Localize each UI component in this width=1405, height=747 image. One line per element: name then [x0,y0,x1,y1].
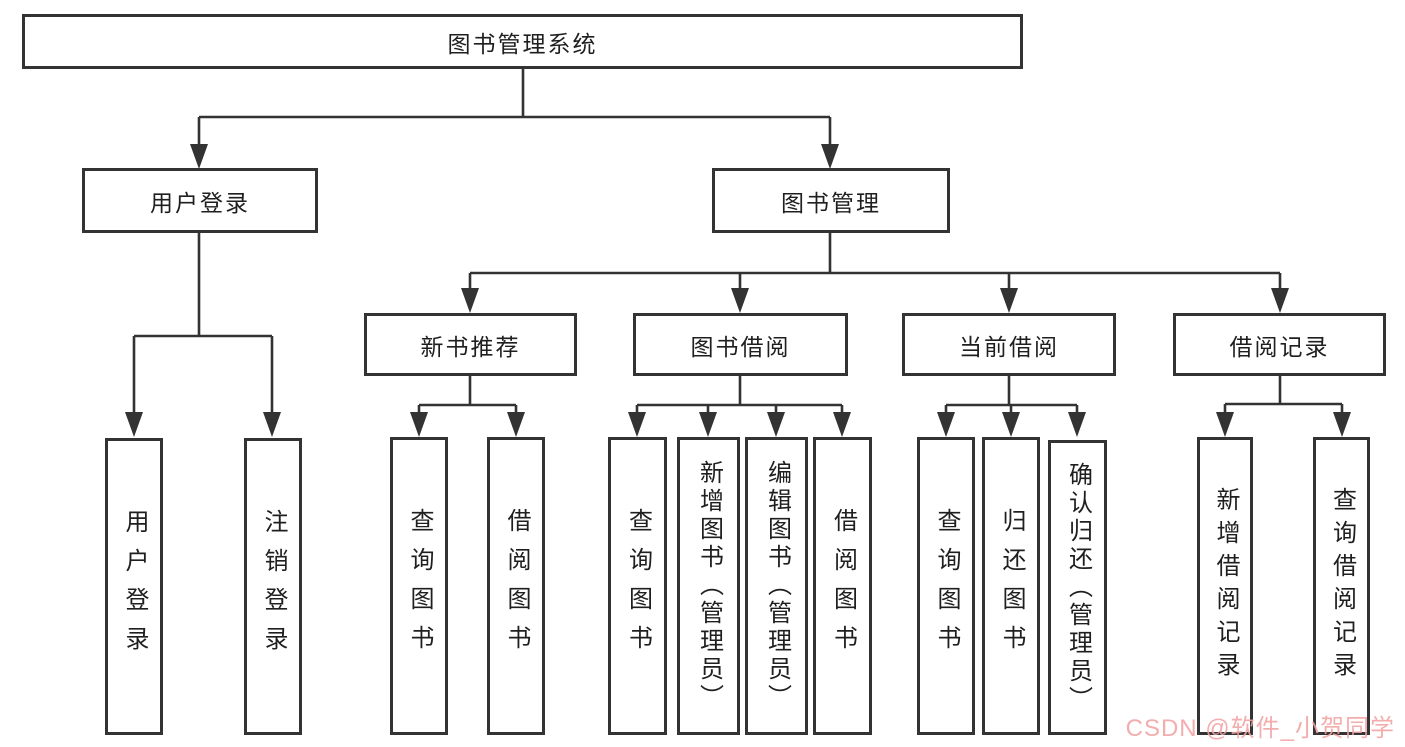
leaf-confirm-return-admin: 确认归还（管理员） [1048,440,1107,735]
node-label: 归还图书 [998,508,1025,664]
leaf-edit-books-admin: 编辑图书（管理员） [745,437,808,735]
node-label: 编辑图书（管理员） [763,460,791,712]
node-label: 新增借阅记录 [1212,487,1239,685]
node-label: 查询图书 [406,508,433,664]
node-label: 图书管理 [781,189,881,216]
node-user-login: 用户登录 [82,168,318,233]
leaf-logout: 注销登录 [244,438,302,735]
leaf-query-books-recommend: 查询图书 [390,437,448,735]
leaf-query-books-current: 查询图书 [917,437,975,735]
node-label: 用户登录 [121,508,148,665]
node-label: 借阅记录 [1229,333,1330,360]
node-label: 借阅图书 [503,508,530,664]
leaf-return-books: 归还图书 [982,437,1040,735]
leaf-add-books-admin: 新增图书（管理员） [677,437,740,735]
node-label: 查询借阅记录 [1328,487,1356,685]
leaf-add-borrow-record: 新增借阅记录 [1197,437,1253,735]
leaf-user-login: 用户登录 [105,438,163,735]
node-label: 新书推荐 [420,333,521,360]
node-label: 图书管理系统 [447,30,598,57]
node-borrowing-records: 借阅记录 [1173,313,1386,376]
node-label: 新增图书（管理员） [695,460,723,712]
node-label: 用户登录 [150,189,250,216]
node-new-book-recommendation: 新书推荐 [364,313,577,376]
leaf-query-books-borrow: 查询图书 [608,437,667,735]
node-book-management: 图书管理 [712,168,950,233]
node-label: 确认归还（管理员） [1064,461,1092,714]
node-current-borrowing: 当前借阅 [902,313,1116,376]
node-label: 图书借阅 [690,333,791,360]
leaf-borrow-books: 借阅图书 [813,437,872,735]
csdn-watermark: CSDN @软件_小贺同学 [1125,715,1395,742]
leaf-borrow-books-recommend: 借阅图书 [487,437,545,735]
node-book-borrowing: 图书借阅 [633,313,848,376]
node-label: 当前借阅 [959,333,1059,360]
node-label: 查询图书 [624,508,652,664]
node-label: 注销登录 [260,508,287,665]
leaf-query-borrow-record: 查询借阅记录 [1313,437,1370,735]
node-label: 借阅图书 [829,508,857,664]
node-library-management-system: 图书管理系统 [22,14,1023,69]
node-label: 查询图书 [933,508,960,664]
